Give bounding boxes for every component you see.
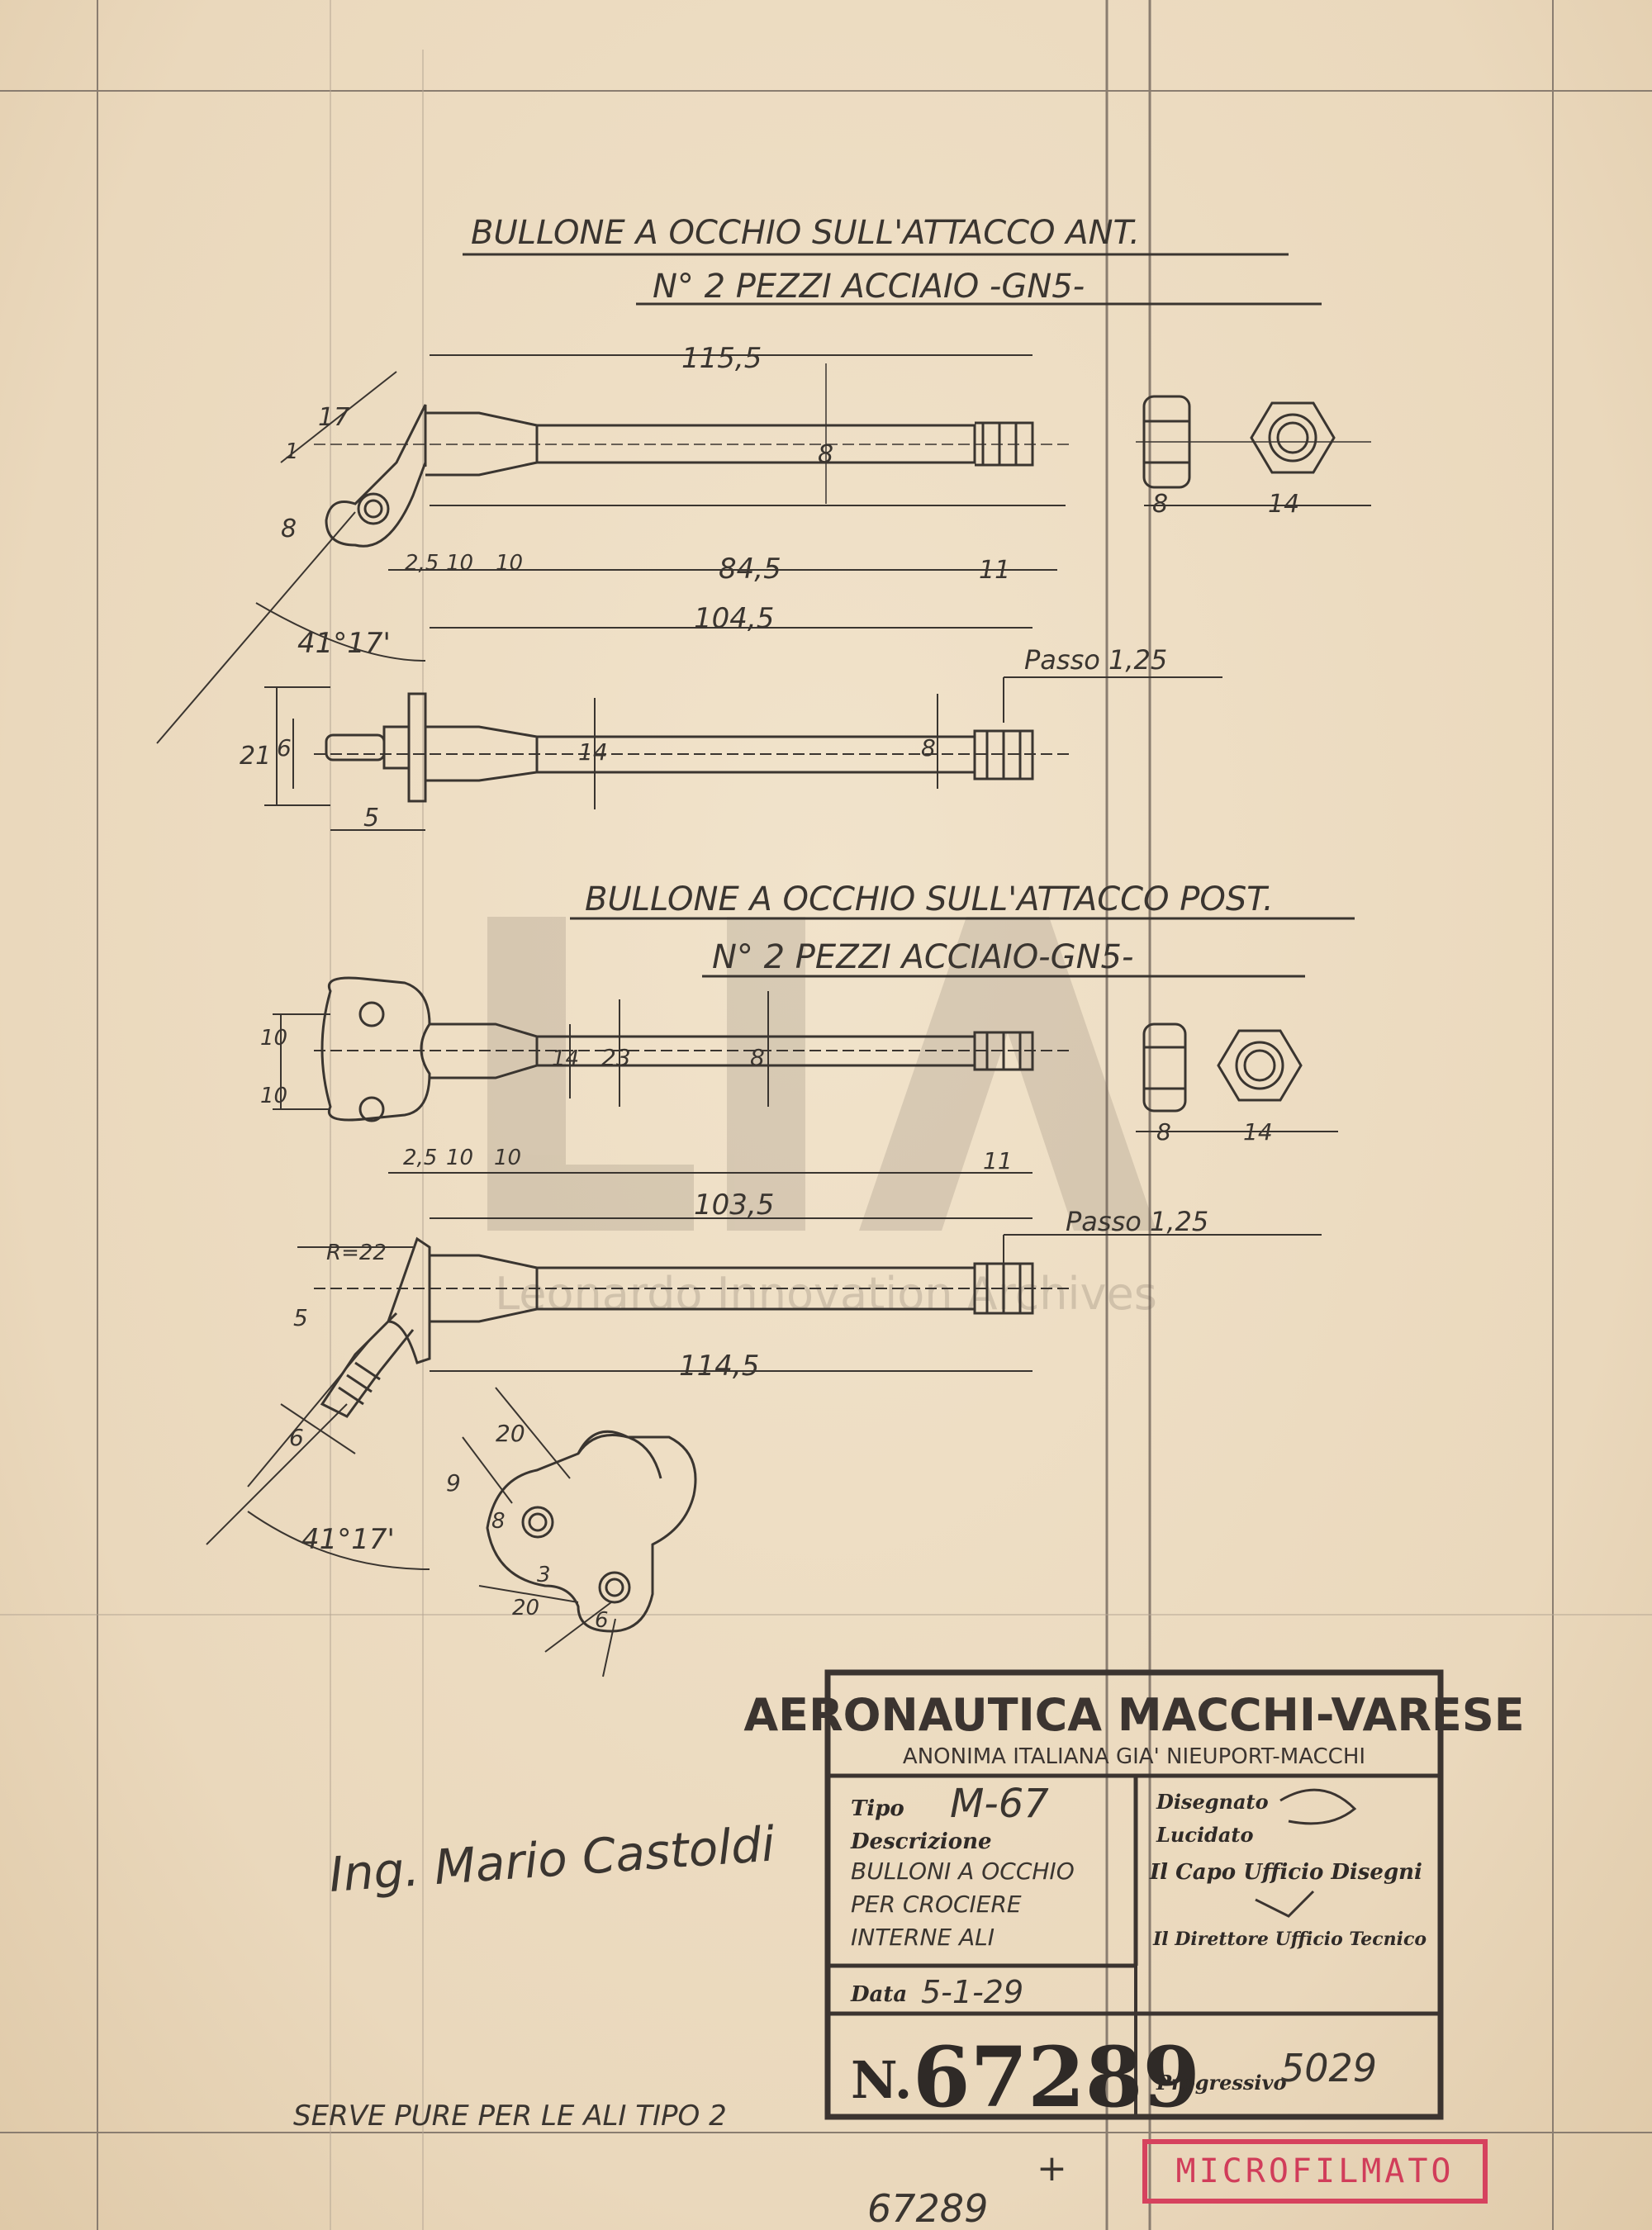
dim-front-thread-d: 8: [921, 734, 936, 762]
rear-bolt-top: [320, 1236, 1034, 1418]
progressivo-value: 5029: [1280, 2046, 1377, 2090]
dim-front-seg1: 2,5: [405, 551, 439, 576]
dim-rear-seg1: 2,5: [403, 1146, 437, 1170]
descr-line-3: INTERNE ALI: [851, 1924, 995, 1951]
dim-front-seg3: 10: [496, 551, 523, 576]
front-centerlines: [314, 363, 1371, 504]
rear-eye-plate: [486, 1430, 697, 1633]
front-bolt-side: [325, 395, 1336, 548]
dim-front-overall: 115,5: [681, 342, 762, 375]
dim-front-eye-a: 1: [285, 439, 299, 464]
dim-rear-seg2: 10: [446, 1146, 473, 1170]
dim-rear-boss: 23: [601, 1044, 631, 1071]
title-block: [824, 1669, 1444, 2120]
dim-rear-d6: 6: [289, 1424, 304, 1451]
data-label: Data: [850, 1982, 907, 2007]
direttore-label: Il Direttore Ufficio Tecnico: [1152, 1929, 1427, 1950]
rear-bolt-side: [320, 976, 1303, 1122]
disegnato-label: Disegnato: [1156, 1790, 1269, 1814]
dim-rear-radius: R=22: [326, 1241, 387, 1265]
descr-line-2: PER CROCIERE: [851, 1891, 1022, 1918]
dim-rear-thread-len: 11: [983, 1147, 1013, 1174]
dim-front-eye-w: 17: [318, 403, 349, 432]
dim-front-nut-w: 14: [1268, 490, 1299, 519]
dim-rear-seg3: 10: [494, 1146, 521, 1170]
num-label: N.: [851, 2050, 912, 2110]
dim-rear-p20a: 20: [496, 1420, 525, 1447]
dim-front-shank-len: 84,5: [719, 553, 781, 586]
front-title-2: N° 2 PEZZI ACCIAIO -GN5-: [653, 268, 1085, 306]
dim-front-seg2: 10: [446, 551, 473, 576]
dim-front-pitch: Passo 1,25: [1024, 644, 1167, 676]
dim-rear-d5: 5: [293, 1304, 308, 1331]
dim-front-head-hole: 6: [277, 734, 292, 762]
microfilm-stamp: MICROFILMATO: [1142, 2139, 1488, 2204]
company-name: AERONAUTICA MACCHI-VARESE: [743, 1689, 1524, 1741]
tipo-label: Tipo: [851, 1796, 904, 1821]
dim-front-head-h: 21: [240, 742, 271, 771]
initials-signature-2: [1255, 1890, 1315, 1918]
dim-rear-shank: 14: [552, 1046, 579, 1071]
dim-rear-p6: 6: [595, 1608, 609, 1633]
descr-label: Descrizione: [850, 1829, 992, 1854]
dim-front-len2: 104,5: [694, 602, 774, 635]
dim-front-thread-len: 11: [979, 556, 1010, 585]
signature: Ing. Mario Castoldi: [327, 1815, 776, 1903]
dim-rear-pitch: Passo 1,25: [1066, 1206, 1208, 1237]
dim-rear-len2: 114,5: [679, 1350, 759, 1383]
front-title-1: BULLONE A OCCHIO SULL'ATTACCO ANT.: [471, 214, 1140, 252]
footer-note: SERVE PURE PER LE ALI TIPO 2: [293, 2100, 727, 2133]
tipo-value: M-67: [950, 1781, 1049, 1827]
watermark-text: Leonardo Innovation Archives: [495, 1268, 1157, 1320]
dim-rear-p8: 8: [491, 1509, 506, 1534]
dim-rear-p3: 3: [537, 1563, 551, 1587]
capo-label: Il Capo Ufficio Disegni: [1149, 1860, 1422, 1885]
data-value: 5-1-29: [921, 1974, 1023, 2010]
drawing-number: 67289: [913, 2028, 1200, 2126]
checkmark: +: [1037, 2147, 1067, 2190]
dim-front-shank: 8: [818, 440, 833, 469]
dim-rear-lobe-top: 10: [260, 1026, 287, 1051]
rear-title-1: BULLONE A OCCHIO SULL'ATTACCO POST.: [585, 880, 1274, 918]
dim-rear-p9: 9: [446, 1469, 461, 1497]
dim-rear-nut-w: 14: [1243, 1118, 1273, 1146]
dim-rear-thread-d: 8: [750, 1044, 765, 1071]
company-subtitle: ANONIMA ITALIANA GIA' NIEUPORT-MACCHI: [903, 1744, 1365, 1769]
rear-title-2: N° 2 PEZZI ACCIAIO-GN5-: [712, 938, 1133, 976]
dim-front-angle: 41°17': [297, 627, 391, 660]
watermark: [487, 917, 1156, 1231]
dim-rear-lobe-bot: 10: [260, 1084, 287, 1108]
dim-front-eye-hole: 8: [281, 515, 297, 543]
dim-rear-angle: 41°17': [301, 1523, 395, 1556]
dim-rear-p20b: 20: [512, 1596, 539, 1620]
dim-rear-nut-h: 8: [1156, 1118, 1171, 1146]
dim-front-collar: 14: [578, 738, 608, 766]
lucidato-label: Lucidato: [1156, 1823, 1253, 1847]
progressivo-label: Progressivo: [1156, 2071, 1287, 2095]
dim-front-head-t: 5: [363, 804, 379, 833]
bottom-number: 67289: [867, 2186, 988, 2230]
dim-front-nut-h: 8: [1152, 490, 1168, 519]
initials-signature: [1279, 1788, 1357, 1825]
microfilm-label: MICROFILMATO: [1175, 2152, 1455, 2190]
descr-line-1: BULLONI A OCCHIO: [851, 1858, 1075, 1885]
dim-rear-len1: 103,5: [694, 1189, 774, 1222]
